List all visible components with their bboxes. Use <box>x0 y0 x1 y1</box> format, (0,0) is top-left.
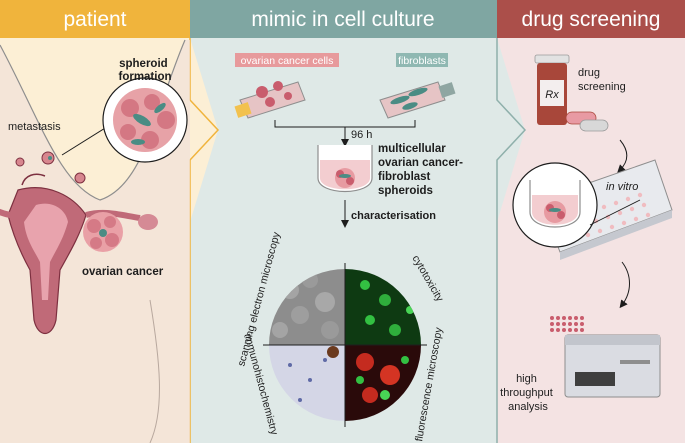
plate-reader-icon <box>550 316 661 398</box>
spheroid-well <box>317 145 373 193</box>
characterisation-label: characterisation <box>351 210 436 222</box>
rx-label: Rx <box>545 89 559 101</box>
mimic-header: mimic in cell culture <box>251 8 434 31</box>
spheroids-label: multicellular ovarian cancer- fibroblast… <box>378 143 466 197</box>
fibroblast-flask <box>379 81 456 119</box>
spheroid-zoom-circle <box>102 77 188 163</box>
zoom-line <box>61 124 111 156</box>
plate-zoom-line <box>589 199 641 226</box>
drug-header-bg <box>497 0 685 38</box>
drug-header: drug screening <box>522 8 661 31</box>
analysis-arrow <box>619 261 630 309</box>
metastasis-label: metastasis <box>8 121 61 133</box>
screening-arrow <box>617 139 628 173</box>
in-vitro-zoom-circle <box>512 162 598 248</box>
pill-bottle-icon: Rx <box>534 54 570 125</box>
drug-divider <box>496 38 527 443</box>
ovarian-cells-tag <box>235 53 339 67</box>
patient-header: patient <box>63 8 126 31</box>
in-vitro-label: in vitro <box>606 181 638 193</box>
characterisation-sphere <box>269 269 421 421</box>
mimic-header-bg <box>190 0 497 38</box>
drug-screening-label: drug screening <box>578 67 626 93</box>
cancer-cell-flask <box>234 81 306 119</box>
capsules-icon <box>565 111 609 132</box>
fibroblasts-tag <box>396 53 448 67</box>
hta-label: high throughput analysis <box>500 373 556 413</box>
ovarian-tumor <box>83 212 123 252</box>
uterus-illustration <box>0 173 158 335</box>
ovarian-cancer-label: ovarian cancer <box>82 266 164 278</box>
fibroblasts-label: fibroblasts <box>398 55 446 67</box>
patient-header-bg <box>0 0 190 38</box>
metastasis-nodules <box>15 151 86 184</box>
ovarian-cells-label: ovarian cancer cells <box>241 55 334 67</box>
time-label: 96 h <box>351 129 372 141</box>
spheroid-formation-label: spheroid formation <box>118 58 171 83</box>
